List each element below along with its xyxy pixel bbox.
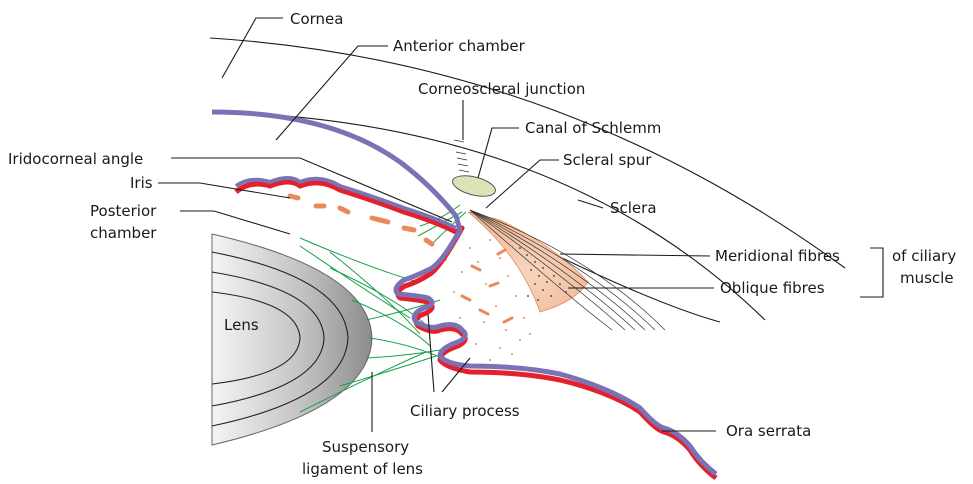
label-posterior-chamber-2: chamber (90, 224, 157, 242)
trabecular-hatching (454, 140, 469, 172)
label-ciliary-muscle-2: muscle (900, 269, 954, 287)
label-corneoscleral-junction: Corneoscleral junction (418, 80, 585, 98)
label-oblique-fibres: Oblique fibres (720, 279, 825, 297)
label-ciliary-process: Ciliary process (410, 402, 520, 420)
canal-of-schlemm (450, 172, 497, 200)
ciliary-stroma-dashes (462, 250, 512, 322)
label-iris: Iris (130, 174, 153, 192)
iris-pigment-dashes (290, 196, 432, 244)
label-anterior-chamber: Anterior chamber (393, 37, 526, 55)
label-sclera: Sclera (610, 199, 657, 217)
label-iridocorneal-angle: Iridocorneal angle (8, 150, 143, 168)
label-cornea: Cornea (290, 10, 343, 28)
label-lens: Lens (224, 316, 259, 334)
label-ciliary-muscle-1: of ciliary (892, 247, 956, 265)
label-meridional-fibres: Meridional fibres (715, 247, 840, 265)
cornea-outer-arc (210, 38, 845, 268)
label-ora-serrata: Ora serrata (726, 422, 811, 440)
label-suspensory-ligament-1: Suspensory (322, 438, 409, 456)
lens (212, 234, 372, 445)
label-canal-of-schlemm: Canal of Schlemm (525, 119, 661, 137)
label-suspensory-ligament-2: ligament of lens (302, 460, 423, 478)
label-scleral-spur: Scleral spur (563, 151, 652, 169)
label-posterior-chamber-1: Posterior (90, 202, 157, 220)
